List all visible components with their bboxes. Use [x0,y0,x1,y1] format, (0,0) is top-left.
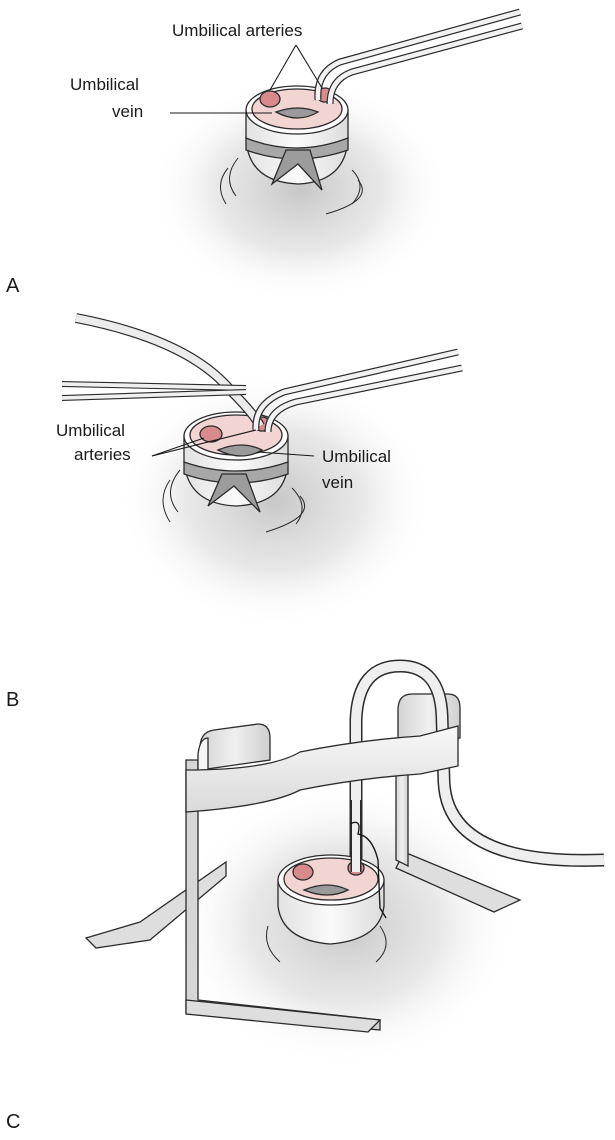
umbilical-artery-left [260,91,280,107]
label-umbilical-vein-line2: vein [112,102,143,121]
panel-letter-a: A [6,275,20,297]
label-umbilical-arteries-line1: Umbilical [56,421,125,440]
panel-a: Umbilical arteries Umbilical vein A [6,12,522,302]
panel-b: Umbilical arteries Umbilical vein B [6,318,462,711]
label-umbilical-vein-line1: Umbilical [70,75,139,94]
label-umbilical-vein-line1: Umbilical [322,447,391,466]
label-umbilical-arteries: Umbilical arteries [172,21,302,40]
umbilical-artery-left [293,864,313,880]
panel-letter-b: B [6,689,19,711]
label-umbilical-arteries-line2: arteries [74,445,131,464]
panel-c: C [6,666,604,1133]
bridge-upright-back-left [200,724,270,770]
label-umbilical-vein-line2: vein [322,473,353,492]
panel-letter-c: C [6,1111,20,1133]
